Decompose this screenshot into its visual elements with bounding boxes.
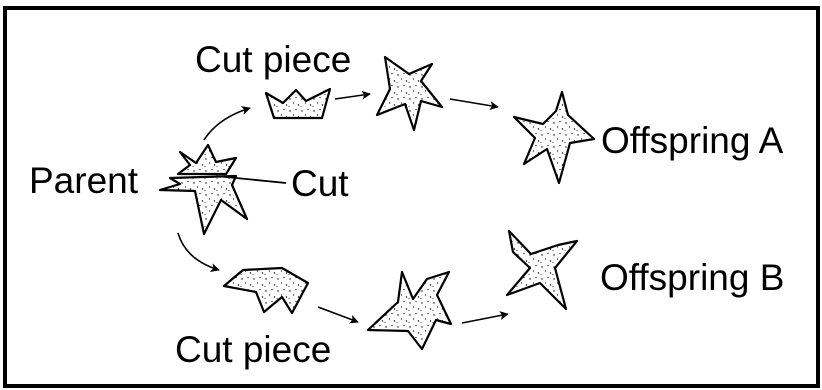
arrow-regen-to-offspring-b [461,311,509,324]
parent-top-half [176,143,238,176]
parent-bottom-half [158,174,249,236]
arrow-cut-top-to-regen [334,90,371,100]
label-cut-piece-bottom: Cut piece [175,329,331,370]
label-offspring-a: Offspring A [601,120,784,161]
offspring-a-star [512,90,596,185]
label-cut-piece-top: Cut piece [195,39,351,80]
diagram-frame [3,6,820,388]
arrow-regen-to-offspring-a [449,98,499,111]
arrow-cut-bottom-to-regen [317,306,359,324]
offspring-b-star [505,229,579,311]
regenerating-bottom [366,270,453,351]
regenerating-top [375,55,444,132]
arrow-parent-to-cut-top [203,106,251,141]
arrow-parent-to-cut-bottom [177,232,220,272]
cut-piece-top [264,87,332,120]
label-cut: Cut [291,163,349,204]
cut-line [215,175,287,184]
label-offspring-b: Offspring B [600,257,784,298]
cut-piece-bottom [222,266,310,315]
label-parent: Parent [29,160,139,201]
